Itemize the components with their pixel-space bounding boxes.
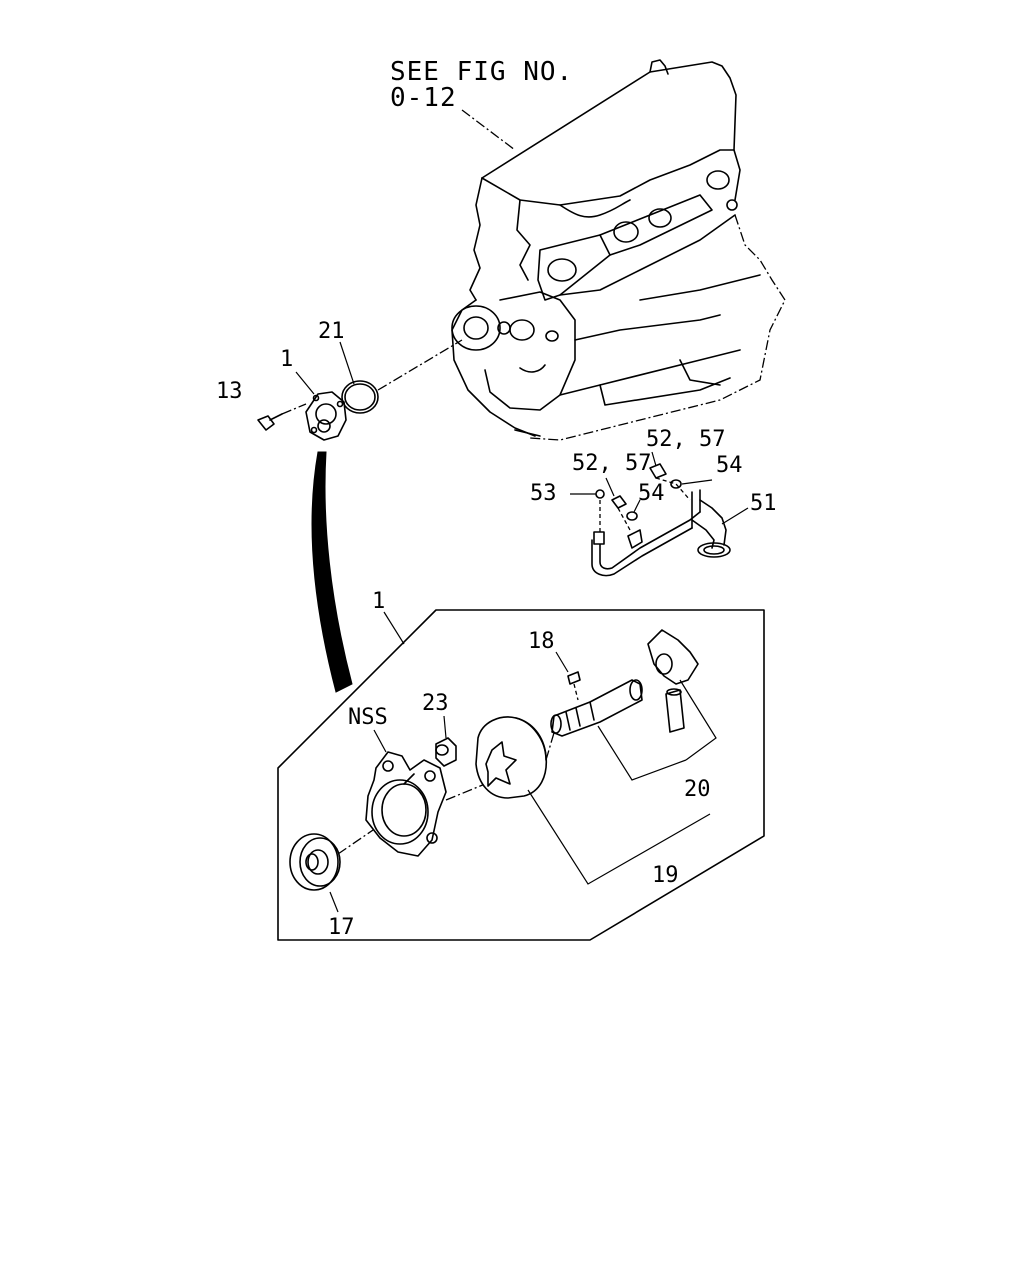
detail-box: [277, 609, 765, 941]
oil-strainer-pipe: [570, 451, 749, 577]
pump-shaft-20: [550, 629, 717, 781]
callout-18: 18: [528, 629, 555, 654]
detail-arrow: [311, 451, 353, 693]
callout-1-top: 1: [280, 347, 293, 372]
callout-54-lower: 54: [638, 481, 665, 506]
callout-17: 17: [328, 915, 355, 940]
callout-23: 23: [422, 691, 449, 716]
dowel-pin-23: [435, 715, 457, 767]
oil-pump-assembly-small: [257, 339, 463, 441]
callout-1-detail: 1: [372, 589, 385, 614]
reference-fig-text: SEE FIG NO.: [390, 57, 573, 87]
callout-21: 21: [318, 319, 345, 344]
callout-51: 51: [750, 491, 777, 516]
callout-52-57-upper: 52, 57: [646, 427, 725, 452]
reference-fig-number: 0-12: [390, 83, 457, 113]
callout-19-bracket: [527, 789, 711, 885]
callout-20: 20: [684, 777, 711, 802]
callout-nss: NSS: [348, 705, 388, 730]
pump-housing-nss: [365, 729, 491, 857]
engine-block-drawing: [451, 59, 786, 441]
oil-seal-17: [289, 827, 377, 913]
callout-13: 13: [216, 379, 243, 404]
outer-rotor-19: [475, 716, 557, 799]
callout-19: 19: [652, 863, 679, 888]
callout-53: 53: [530, 481, 557, 506]
callout-54-upper: 54: [716, 453, 743, 478]
callout-52-57-lower: 52, 57: [572, 451, 651, 476]
